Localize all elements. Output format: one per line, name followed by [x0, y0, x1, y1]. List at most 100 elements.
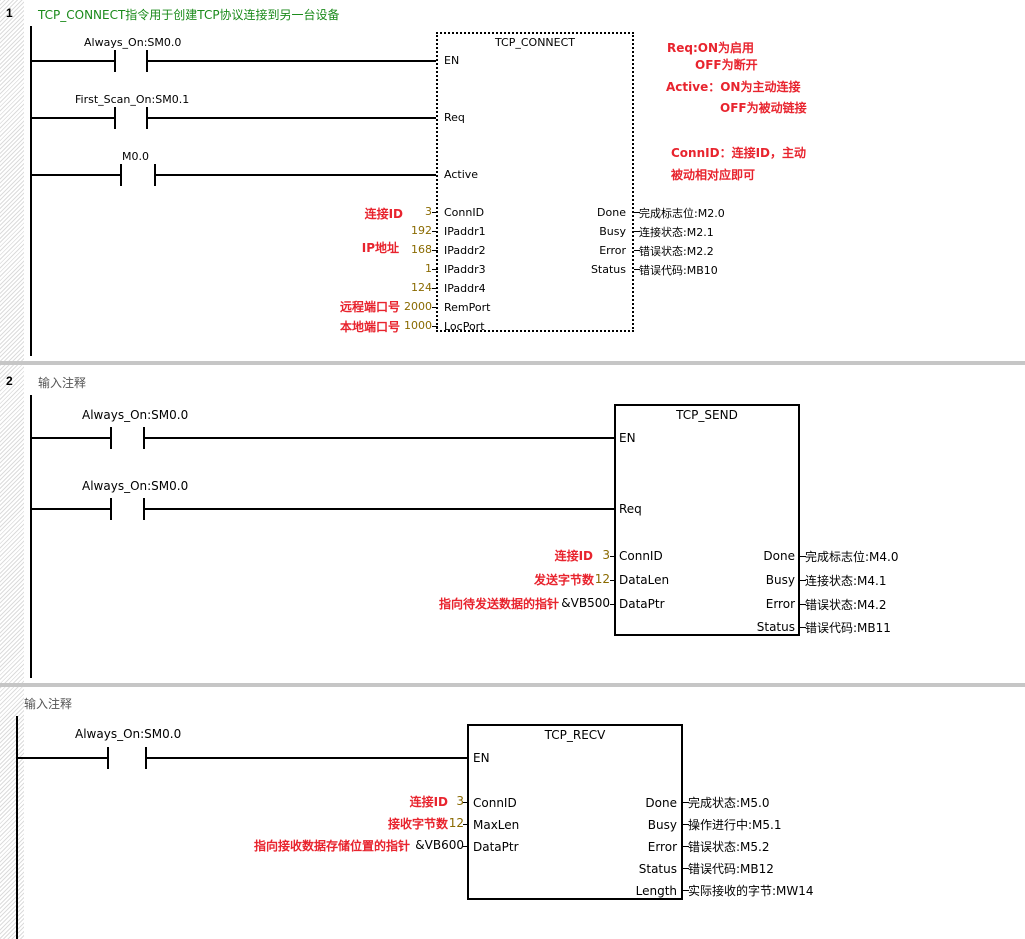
pin-maxlen: MaxLen — [473, 818, 520, 832]
output-done[interactable]: 完成标志位:M4.0 — [805, 550, 899, 564]
network-number: 1 — [6, 6, 13, 20]
value-ipaddr3[interactable]: 1 — [425, 262, 432, 275]
output-done[interactable]: 完成状态:M5.0 — [688, 796, 770, 810]
output-length[interactable]: 实际接收的字节:MW14 — [688, 884, 814, 898]
pin-tick — [432, 212, 438, 213]
output-busy[interactable]: 操作进行中:M5.1 — [688, 818, 782, 832]
pin-tick — [610, 556, 616, 557]
wire — [30, 174, 120, 176]
contact-label: First_Scan_On:SM0.1 — [75, 93, 190, 106]
network-separator — [0, 683, 1025, 687]
pin-error: Error — [647, 840, 677, 854]
pin-status: Status — [590, 263, 626, 276]
contact-right-bar[interactable] — [154, 164, 156, 186]
output-status[interactable]: 错误代码:MB10 — [639, 264, 718, 277]
pin-tick — [683, 824, 689, 825]
annotation-connid-line2: 被动相对应即可 — [671, 168, 756, 182]
pin-tick — [432, 326, 438, 327]
annotation-active-line1: Active：ON为主动连接 — [666, 80, 801, 94]
power-rail — [16, 716, 18, 939]
contact-label: M0.0 — [122, 150, 149, 163]
function-block-tcp-send[interactable]: TCP_SEND EN Req ConnID DataLen DataPtr D… — [614, 404, 800, 636]
output-status[interactable]: 错误代码:MB12 — [688, 862, 774, 876]
contact-label: Always_On:SM0.0 — [82, 479, 189, 493]
left-gutter — [0, 0, 24, 939]
value-locport[interactable]: 1000 — [404, 319, 432, 332]
output-error[interactable]: 错误状态:M2.2 — [639, 245, 714, 258]
output-busy[interactable]: 连接状态:M4.1 — [805, 574, 887, 588]
block-title: TCP_SEND — [676, 408, 738, 422]
annotation-req-line1: Req:ON为启用 — [667, 41, 755, 55]
annotation-local-port: 本地端口号 — [339, 320, 400, 334]
annotation-datalen: 发送字节数 — [533, 573, 594, 587]
wire — [30, 117, 114, 119]
network-comment[interactable]: 输入注释 — [24, 697, 73, 711]
output-error[interactable]: 错误状态:M4.2 — [805, 598, 887, 612]
pin-tick — [432, 231, 438, 232]
pin-req: Req — [619, 502, 642, 516]
contact-left-bar[interactable] — [114, 50, 116, 72]
pin-busy: Busy — [647, 818, 677, 832]
contact-left-bar[interactable] — [120, 164, 122, 186]
contact-right-bar[interactable] — [146, 107, 148, 129]
function-block-tcp-recv[interactable]: TCP_RECV EN ConnID MaxLen DataPtr Done B… — [467, 724, 683, 900]
power-rail — [30, 395, 32, 678]
annotation-dataptr: 指向接收数据存储位置的指针 — [253, 839, 410, 853]
pin-en: EN — [619, 431, 636, 445]
value-connid[interactable]: 3 — [425, 205, 432, 218]
pin-active: Active — [444, 168, 479, 181]
contact-right-bar[interactable] — [146, 50, 148, 72]
pin-busy: Busy — [765, 573, 795, 587]
network-comment[interactable]: 输入注释 — [38, 376, 87, 390]
pin-tick — [432, 307, 438, 308]
pin-status: Status — [756, 620, 795, 634]
output-busy[interactable]: 连接状态:M2.1 — [639, 226, 714, 239]
pin-busy: Busy — [599, 225, 626, 238]
pin-ipaddr4: IPaddr4 — [444, 282, 486, 295]
pin-tick — [463, 802, 469, 803]
value-ipaddr2[interactable]: 168 — [411, 243, 432, 256]
pin-ipaddr3: IPaddr3 — [444, 263, 486, 276]
network-comment[interactable]: TCP_CONNECT指令用于创建TCP协议连接到另一台设备 — [38, 8, 340, 22]
pin-tick — [800, 556, 806, 557]
pin-done: Done — [763, 549, 795, 563]
output-error[interactable]: 错误状态:M5.2 — [688, 840, 770, 854]
output-done[interactable]: 完成标志位:M2.0 — [639, 207, 725, 220]
contact-left-bar[interactable] — [110, 498, 112, 520]
annotation-req-line2: OFF为断开 — [695, 58, 758, 72]
function-block-tcp-connect[interactable]: TCP_CONNECT EN Req Active ConnID IPaddr1… — [436, 32, 634, 333]
contact-left-bar[interactable] — [110, 427, 112, 449]
wire — [145, 437, 615, 439]
value-dataptr[interactable]: &VB500 — [561, 596, 610, 610]
contact-right-bar[interactable] — [143, 427, 145, 449]
value-datalen[interactable]: 12 — [594, 572, 610, 586]
pin-req: Req — [444, 111, 465, 124]
pin-datalen: DataLen — [619, 573, 670, 587]
contact-left-bar[interactable] — [107, 747, 109, 769]
contact-left-bar[interactable] — [114, 107, 116, 129]
pin-ipaddr1: IPaddr1 — [444, 225, 486, 238]
value-remport[interactable]: 2000 — [404, 300, 432, 313]
value-maxlen[interactable]: 12 — [448, 816, 464, 830]
value-ipaddr4[interactable]: 124 — [411, 281, 432, 294]
annotation-maxlen: 接收字节数 — [387, 817, 448, 831]
pin-connid: ConnID — [444, 206, 485, 219]
pin-tick — [634, 250, 640, 251]
annotation-connid: 连接ID — [409, 795, 448, 809]
wire — [156, 174, 438, 176]
network-number: 2 — [6, 374, 13, 388]
value-ipaddr1[interactable]: 192 — [411, 224, 432, 237]
pin-tick — [432, 250, 438, 251]
contact-right-bar[interactable] — [143, 498, 145, 520]
annotation-ip: IP地址 — [361, 241, 399, 255]
value-dataptr[interactable]: &VB600 — [415, 838, 464, 852]
contact-right-bar[interactable] — [145, 747, 147, 769]
value-connid[interactable]: 3 — [602, 548, 610, 562]
output-status[interactable]: 错误代码:MB11 — [805, 621, 891, 635]
pin-en: EN — [444, 54, 460, 67]
pin-tick — [610, 580, 616, 581]
value-connid[interactable]: 3 — [456, 794, 464, 808]
block-title: TCP_CONNECT — [494, 36, 576, 49]
pin-en: EN — [473, 751, 490, 765]
wire — [16, 757, 107, 759]
